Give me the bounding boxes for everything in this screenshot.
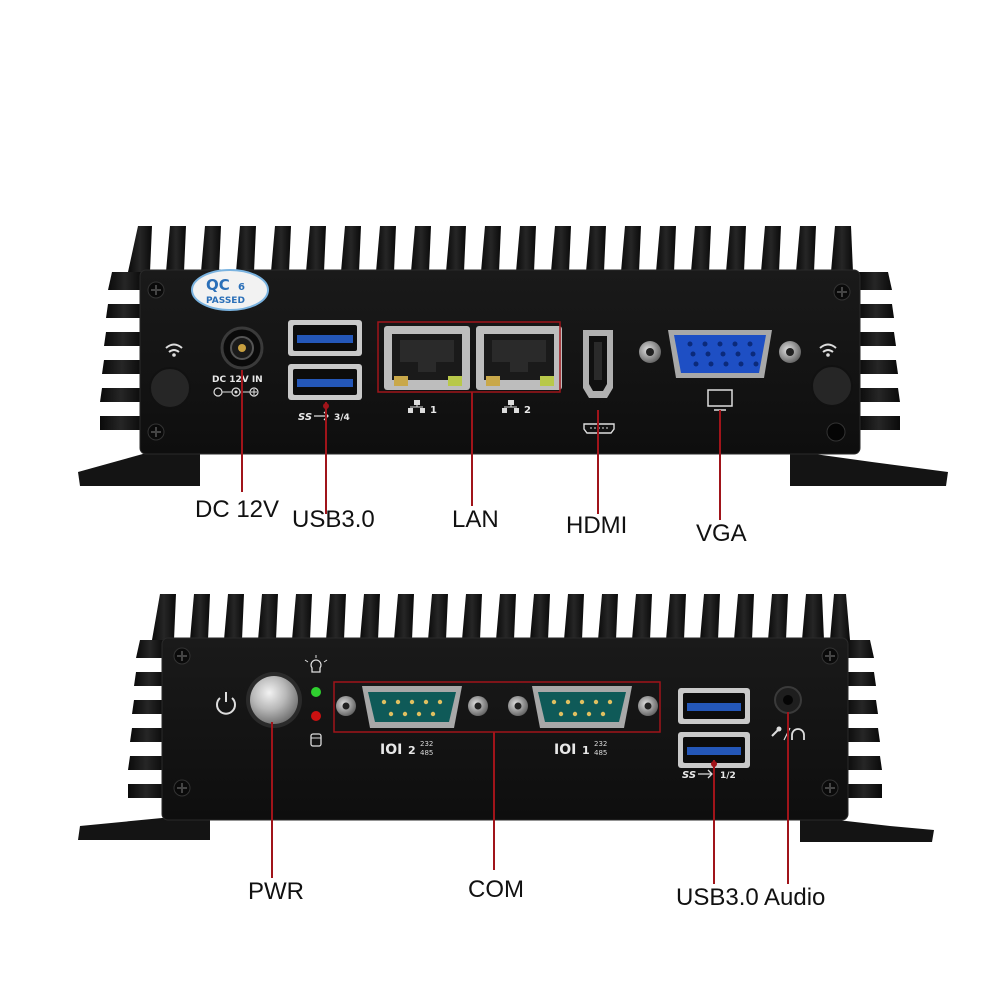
lan-highlight-box: [377, 321, 561, 393]
svg-text:1: 1: [582, 744, 590, 757]
usb3-port-1[interactable]: [678, 688, 750, 724]
screw-icon: [173, 647, 191, 665]
screw-icon: [147, 281, 165, 299]
leader-dot: [711, 761, 717, 767]
vga-port[interactable]: [639, 330, 801, 378]
com-port-2[interactable]: [336, 686, 488, 728]
screw-icon: [147, 423, 165, 441]
com-port-1[interactable]: [508, 686, 658, 728]
usb-port-number-label: 1/2: [720, 771, 736, 781]
top-right-foot: [790, 452, 948, 486]
power-button[interactable]: [246, 672, 302, 728]
svg-text:2: 2: [408, 744, 416, 757]
lan-1-number: 1: [430, 405, 437, 416]
svg-text:232: 232: [420, 740, 433, 748]
usb-port-number-label: 3/4: [334, 413, 350, 423]
usb3-port-4[interactable]: [288, 364, 362, 400]
usb3-port-3[interactable]: [288, 320, 362, 356]
hdd-icon: [310, 733, 322, 747]
com-1-label: IOI 1 232 485: [554, 740, 607, 758]
svg-text:485: 485: [594, 749, 607, 757]
top-chassis: QC 6 PASSED DC 12V IN: [78, 226, 948, 520]
lan-port-2[interactable]: [476, 326, 562, 390]
bottom-faceplate: [161, 637, 849, 821]
lan-2-number: 2: [524, 405, 531, 416]
com-2-label: IOI 2 232 485: [380, 740, 433, 758]
hdd-led: [311, 711, 321, 721]
antenna-port-left: [149, 367, 191, 409]
power-icon: [216, 692, 236, 715]
top-left-foot: [78, 452, 200, 486]
lan-port-1[interactable]: [384, 326, 470, 390]
screw-icon: [173, 779, 191, 797]
svg-text:SS: SS: [682, 770, 696, 781]
network-icon: [502, 400, 519, 413]
svg-text:IOI: IOI: [380, 742, 402, 758]
power-led-icon: [304, 655, 328, 673]
hdmi-port[interactable]: [583, 330, 613, 398]
qc-passed-sticker: QC 6 PASSED: [191, 269, 269, 311]
callout-pwr: PWR: [248, 878, 304, 905]
usb-ss-icon: SS: [682, 769, 713, 781]
callout-lan: LAN: [452, 506, 499, 533]
callout-vga: VGA: [696, 520, 747, 547]
screw-icon: [833, 283, 851, 301]
wifi-icon: [165, 343, 183, 357]
screw-hole: [826, 422, 846, 442]
leader-dot: [323, 403, 329, 409]
callout-audio: Audio: [764, 884, 826, 911]
callout-hdmi: HDMI: [566, 512, 628, 539]
bottom-chassis: IOI 2 232 485 IOI 1 232 485 SS 1/2: [78, 594, 934, 884]
bottom-left-foot: [78, 818, 210, 840]
screw-icon: [821, 779, 839, 797]
svg-text:QC: QC: [206, 276, 230, 294]
polarity-icon: [213, 387, 259, 397]
svg-text:485: 485: [420, 749, 433, 757]
dc-jack-marking: DC 12V IN: [212, 375, 263, 385]
svg-text:SS: SS: [298, 412, 312, 423]
bottom-right-foot: [800, 818, 934, 842]
screw-icon: [821, 647, 839, 665]
callout-usb3-top: USB3.0: [292, 506, 375, 533]
power-led: [311, 687, 321, 697]
antenna-port-right: [811, 365, 853, 407]
top-heatsink-fins: [100, 226, 900, 430]
callout-dc-12v: DC 12V: [195, 496, 280, 523]
wifi-icon: [819, 343, 837, 357]
callout-com: COM: [468, 876, 524, 903]
top-leader-lines: [241, 370, 721, 520]
dc-power-jack[interactable]: [220, 326, 264, 370]
bottom-heatsink-fins: [128, 594, 882, 798]
callout-usb3-bottom: USB3.0: [676, 884, 759, 911]
audio-jack[interactable]: [774, 686, 802, 714]
svg-text:232: 232: [594, 740, 607, 748]
com-highlight-box: [333, 681, 661, 733]
bottom-leader-lines: [271, 712, 789, 884]
svg-text:PASSED: PASSED: [206, 296, 245, 306]
usb3-port-2[interactable]: [678, 732, 750, 768]
network-icon: [408, 400, 425, 413]
svg-text:6: 6: [238, 282, 245, 293]
svg-text:IOI: IOI: [554, 742, 576, 758]
